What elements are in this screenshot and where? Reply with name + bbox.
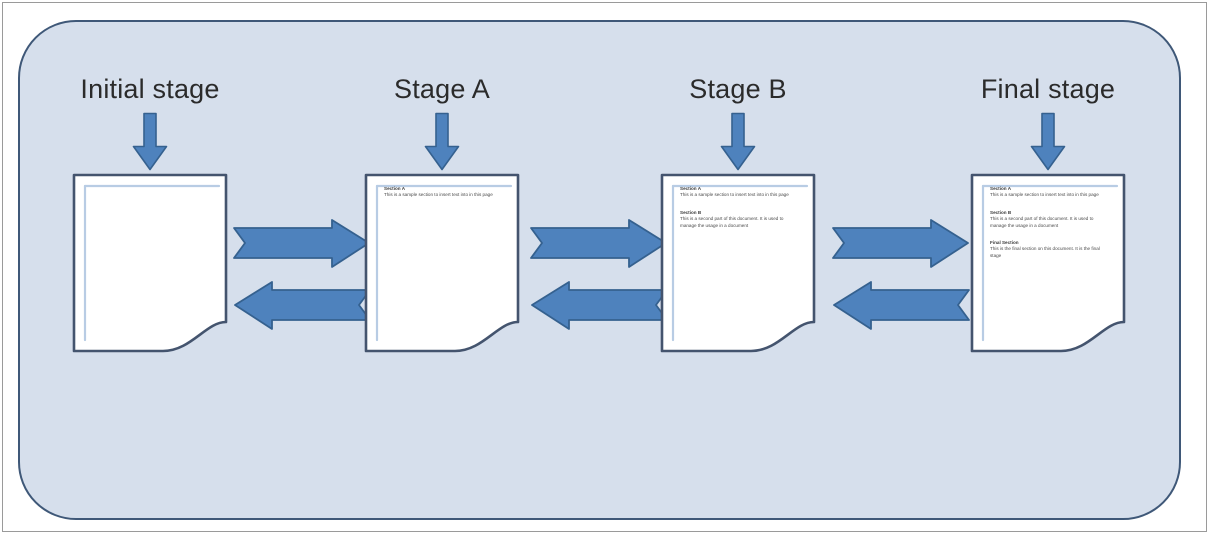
section-heading: Final Section xyxy=(990,240,1019,246)
down-arrow-icon-initial-stage xyxy=(131,112,169,174)
document-section: Section A This is a sample section to in… xyxy=(990,186,1108,199)
stage-label-stage-b: Stage B xyxy=(689,74,787,104)
section-body: This is a sample section to insert text … xyxy=(680,192,789,198)
section-body: This is a sample section to insert text … xyxy=(990,192,1099,198)
section-body: This is a second part of this document. … xyxy=(990,216,1094,228)
section-heading: Section A xyxy=(384,186,406,191)
document-body-stage-b: Section A This is a sample section to in… xyxy=(680,186,798,229)
right-arrow-icon-initial-to-a xyxy=(233,218,373,268)
stage-label-initial-stage: Initial stage xyxy=(80,74,220,104)
section-heading: Section B xyxy=(680,209,702,215)
right-arrow-icon-a-to-b xyxy=(530,218,670,268)
section-heading: Section A xyxy=(680,186,702,191)
section-body: This is a sample section to insert text … xyxy=(384,192,493,198)
document-stage-a: Section A This is a sample section to in… xyxy=(363,172,521,354)
document-final-stage: Section A This is a sample section to in… xyxy=(969,172,1127,354)
down-arrow-icon-stage-b xyxy=(719,112,757,174)
section-body: This is a second part of this document. … xyxy=(680,216,784,228)
down-arrow-icon-final-stage xyxy=(1029,112,1067,174)
document-section: Final Section This is the final section … xyxy=(990,240,1108,259)
document-stage-b: Section A This is a sample section to in… xyxy=(659,172,817,354)
document-initial-stage xyxy=(71,172,229,354)
document-body-final-stage: Section A This is a sample section to in… xyxy=(990,186,1108,259)
left-arrow-icon-b-to-a xyxy=(530,280,670,330)
section-body: This is the final section on this docume… xyxy=(990,246,1100,258)
document-section: Section A This is a sample section to in… xyxy=(384,186,502,199)
section-heading: Section A xyxy=(990,186,1012,191)
stage-label-final-stage: Final stage xyxy=(980,74,1116,104)
left-arrow-icon-a-to-initial xyxy=(233,280,373,330)
document-section: Section B This is a second part of this … xyxy=(680,210,798,229)
stage-label-stage-a: Stage A xyxy=(394,74,490,104)
document-section: Section B This is a second part of this … xyxy=(990,210,1108,229)
document-section: Section A This is a sample section to in… xyxy=(680,186,798,199)
section-heading: Section B xyxy=(990,209,1012,215)
down-arrow-icon-stage-a xyxy=(423,112,461,174)
document-body-stage-a: Section A This is a sample section to in… xyxy=(384,186,502,199)
right-arrow-icon-b-to-final xyxy=(832,218,972,268)
left-arrow-icon-final-to-b xyxy=(832,280,972,330)
